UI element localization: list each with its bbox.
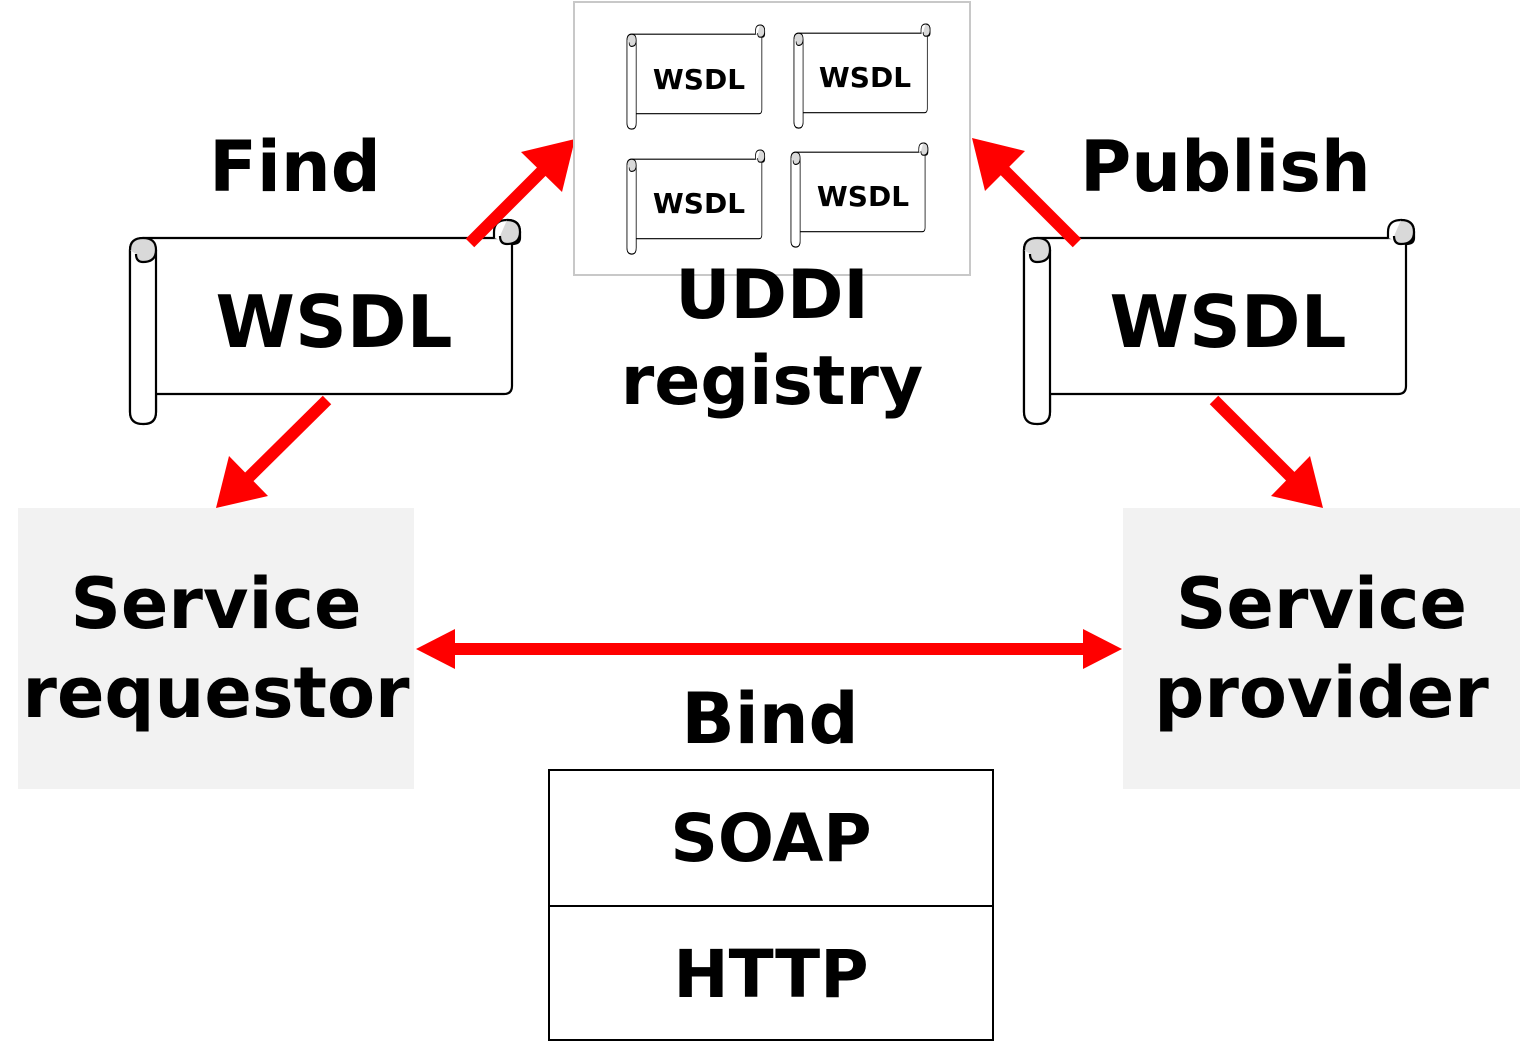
- registry-document-label-4: WSDL: [816, 180, 910, 213]
- service-provider-box: Service provider: [1123, 508, 1520, 789]
- publish-document-label: WSDL: [1109, 280, 1347, 364]
- requestor-line-2: requestor: [22, 651, 410, 734]
- bind-arrow: [416, 629, 1122, 669]
- service-requestor-box: Service requestor: [18, 508, 414, 789]
- registry-subtitle: registry: [620, 342, 924, 421]
- protocol-stack: SOAP HTTP: [548, 769, 994, 1041]
- bind-label: Bind: [681, 678, 859, 760]
- registry-document-label-2: WSDL: [818, 61, 912, 94]
- provider-line-2: provider: [1154, 651, 1489, 734]
- find-document-label: WSDL: [215, 280, 453, 364]
- registry-document-label-1: WSDL: [652, 63, 746, 96]
- publish-to-provider-arrow: [1209, 395, 1323, 508]
- soap-layer: SOAP: [550, 771, 992, 907]
- registry-title: UDDI: [675, 256, 869, 335]
- find-to-registry-arrow: [465, 139, 575, 248]
- http-layer: HTTP: [673, 935, 869, 1013]
- publish-label: Publish: [1080, 126, 1371, 208]
- provider-line-1: Service: [1175, 562, 1467, 645]
- find-to-requestor-arrow: [216, 395, 332, 508]
- find-label: Find: [209, 126, 381, 208]
- requestor-line-1: Service: [70, 562, 362, 645]
- publish-to-registry-arrow: [972, 138, 1082, 248]
- registry-document-label-3: WSDL: [652, 187, 746, 220]
